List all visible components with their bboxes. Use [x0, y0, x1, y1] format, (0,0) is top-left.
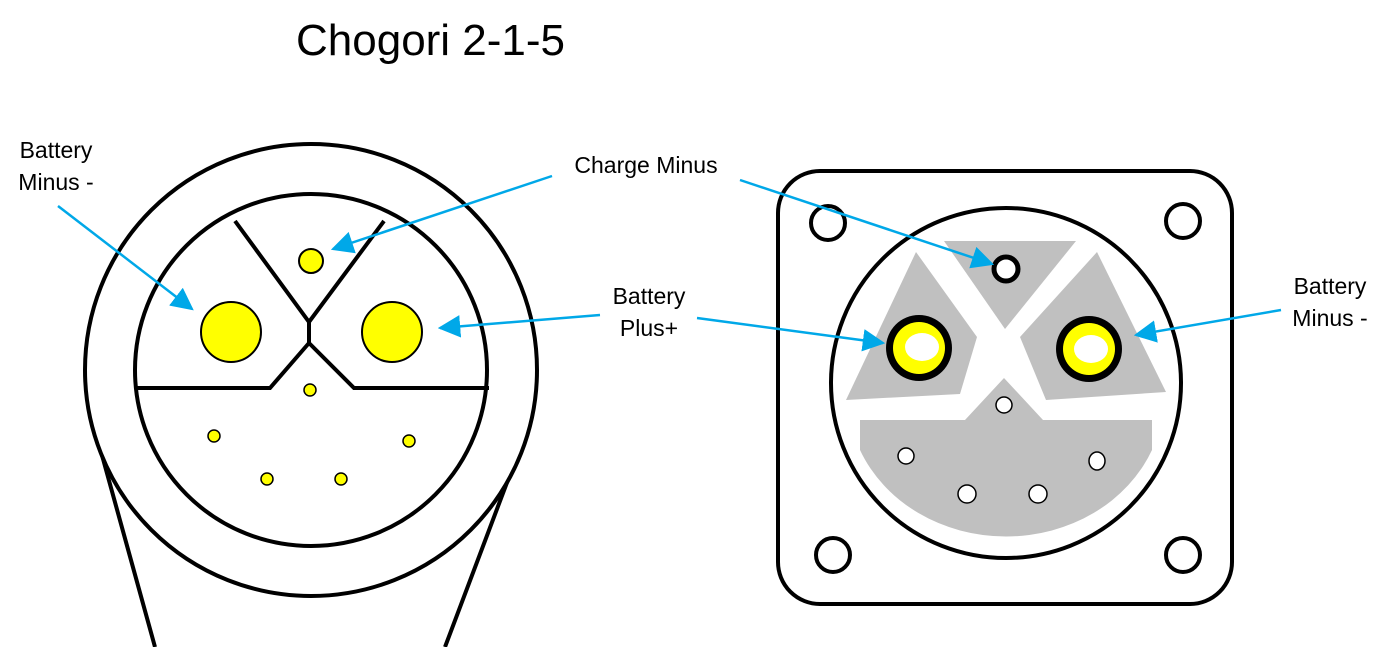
plug-battery-plus-pin [361, 301, 423, 363]
socket-signal-contact [1088, 451, 1106, 471]
socket-signal-contact [995, 396, 1013, 414]
label-line: Minus - [18, 169, 94, 195]
socket-connector [776, 169, 1234, 606]
socket-charge-minus-contact [991, 254, 1021, 284]
plug-signal-pin [207, 429, 221, 443]
label-line: Battery [612, 283, 686, 309]
arrow-battery-minus-left [57, 205, 194, 311]
plug-signal-pin [334, 472, 348, 486]
label-line: Battery [1293, 273, 1367, 299]
label-battery-plus: Battery Plus+ [600, 280, 698, 344]
label-line: Minus - [1292, 305, 1368, 331]
mounting-hole [809, 204, 847, 242]
plug-charge-minus-pin [298, 248, 324, 274]
label-line: Charge Minus [574, 152, 718, 178]
arrow-battery-minus-right [1133, 308, 1282, 343]
socket-signal-contact [957, 484, 977, 504]
plug-divider-lines [137, 219, 489, 390]
socket-signal-contact [1028, 484, 1048, 504]
socket-bottom-segment [860, 378, 1152, 537]
plug-signal-pin [303, 383, 317, 397]
socket-battery-minus-contact-hole [1074, 335, 1108, 363]
plug-signal-pin [260, 472, 274, 486]
arrow-charge-minus-plug [330, 174, 553, 254]
socket-battery-plus-contact-hole [905, 333, 939, 361]
socket-signal-contact [897, 447, 915, 465]
mounting-hole [1164, 202, 1202, 240]
label-line: Battery [19, 137, 93, 163]
label-battery-minus-left: Battery Minus - [8, 134, 104, 198]
plug-connector [83, 142, 539, 647]
mounting-hole [814, 536, 852, 574]
mounting-hole [1164, 536, 1202, 574]
arrow-battery-plus-plug [437, 313, 601, 338]
plug-insert-face [133, 192, 489, 548]
diagram-title: Chogori 2-1-5 [296, 16, 566, 65]
label-charge-minus: Charge Minus [560, 149, 732, 181]
arrow-battery-plus-socket [696, 316, 886, 352]
label-battery-minus-right: Battery Minus - [1282, 270, 1378, 334]
plug-signal-pin [402, 434, 416, 448]
arrow-charge-minus-socket [739, 178, 995, 269]
label-line: Plus+ [619, 315, 679, 341]
callout-arrows [57, 174, 1282, 352]
plug-battery-minus-pin [200, 301, 262, 363]
